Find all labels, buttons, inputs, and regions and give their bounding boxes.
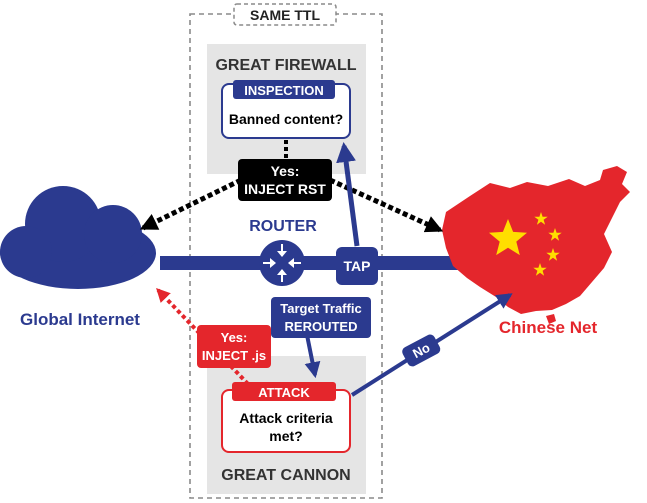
attack-header-text: ATTACK bbox=[258, 385, 310, 400]
china-stars-icon bbox=[489, 212, 562, 276]
tap-box bbox=[336, 247, 378, 285]
great-cannon-title: GREAT CANNON bbox=[221, 467, 350, 484]
rst-arrow-to-internet bbox=[139, 177, 243, 231]
inject-js-line2: INJECT .js bbox=[202, 348, 266, 363]
same-ttl-label: SAME TTL bbox=[250, 7, 320, 23]
target-traffic-box bbox=[271, 297, 371, 338]
global-internet-label: Global Internet bbox=[20, 310, 140, 329]
inspection-header bbox=[233, 80, 335, 99]
tap-arrow bbox=[336, 142, 360, 247]
great-firewall-title: GREAT FIREWALL bbox=[215, 57, 356, 74]
router-label: ROUTER bbox=[249, 218, 317, 235]
inject-rst-box bbox=[238, 159, 332, 201]
cloud-icon bbox=[0, 186, 156, 289]
target-traffic-line1: Target Traffic bbox=[280, 301, 361, 316]
inject-rst-line2: INJECT RST bbox=[244, 181, 326, 197]
same-ttl-label-box bbox=[233, 3, 337, 26]
banned-content-text: Banned content? bbox=[229, 111, 343, 127]
inject-js-box bbox=[197, 325, 271, 368]
inspection-header-text: INSPECTION bbox=[244, 83, 323, 98]
chinese-net-label: Chinese Net bbox=[499, 318, 598, 337]
china-map-icon bbox=[442, 166, 630, 324]
inject-rst-line1: Yes: bbox=[271, 163, 300, 179]
tap-text: TAP bbox=[344, 258, 371, 274]
target-traffic-line2: REROUTED bbox=[285, 319, 358, 334]
no-box bbox=[402, 334, 441, 367]
attack-header bbox=[232, 382, 336, 401]
no-text: No bbox=[410, 340, 432, 361]
attack-criteria-line1: Attack criteria bbox=[239, 410, 333, 426]
router-icon bbox=[259, 240, 305, 286]
attack-criteria-line2: met? bbox=[269, 428, 302, 444]
rst-arrow-to-china bbox=[328, 177, 444, 233]
main-traffic-pipe bbox=[160, 256, 465, 270]
inject-js-line1: Yes: bbox=[221, 330, 248, 345]
